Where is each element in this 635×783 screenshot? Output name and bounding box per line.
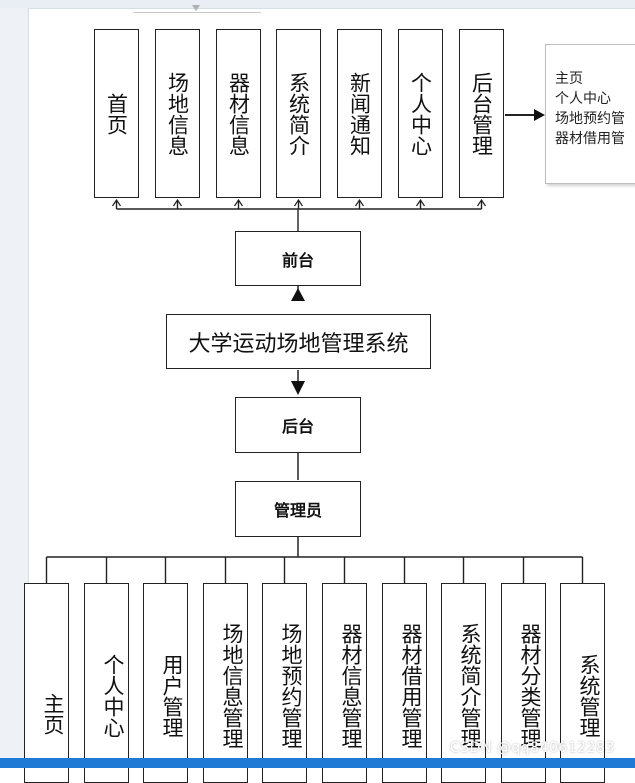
note-item: 场地预约管 xyxy=(555,111,625,127)
backend-module-box: 系统简介管理 xyxy=(441,583,486,783)
frontend-module-box: 新闻通知 xyxy=(337,29,382,198)
backend-module-box: 场地信息管理 xyxy=(203,583,248,783)
arrow-up-to-frontend xyxy=(291,288,305,301)
backend-module-box: 器材分类管理 xyxy=(501,583,546,783)
backend-module-box: 器材信息管理 xyxy=(322,583,367,783)
backend-node: 后台 xyxy=(235,397,361,453)
backend-manage-note: 主页 个人中心 场地预约管 器材借用管 xyxy=(545,44,635,184)
backend-module-box: 个人中心 xyxy=(84,583,129,783)
backend-module-box: 主页 xyxy=(24,583,69,783)
frontend-module-box: 系统简介 xyxy=(276,29,321,198)
frontend-module-box: 后台管理 xyxy=(459,29,504,198)
arrow-down-to-backend xyxy=(291,381,305,395)
backend-bus xyxy=(45,556,584,583)
frontend-bus xyxy=(117,200,482,231)
note-item: 器材借用管 xyxy=(555,131,625,147)
admin-node: 管理员 xyxy=(235,481,361,537)
backend-module-box: 系统管理 xyxy=(560,583,605,783)
backend-module-box: 用户管理 xyxy=(143,583,188,783)
scroll-hint-line xyxy=(133,12,261,13)
backend-manage-arrow xyxy=(505,109,545,121)
system-title-node: 大学运动场地管理系统 xyxy=(166,314,431,369)
frontend-node: 前台 xyxy=(235,231,361,286)
backend-module-box: 场地预约管理 xyxy=(262,583,307,783)
watermark: CSDN @qq840612283 xyxy=(450,740,615,756)
window-top-strip xyxy=(0,0,635,9)
frontend-module-box: 个人中心 xyxy=(398,29,443,198)
bottom-taskbar xyxy=(0,758,635,768)
note-item: 主页 xyxy=(555,71,583,87)
note-item: 个人中心 xyxy=(555,91,611,107)
frontend-module-box: 首页 xyxy=(94,29,139,198)
backend-module-box: 器材借用管理 xyxy=(382,583,427,783)
scroll-arrow-icon xyxy=(192,5,200,11)
frontend-module-box: 器材信息 xyxy=(216,29,261,198)
frontend-module-box: 场地信息 xyxy=(155,29,200,198)
